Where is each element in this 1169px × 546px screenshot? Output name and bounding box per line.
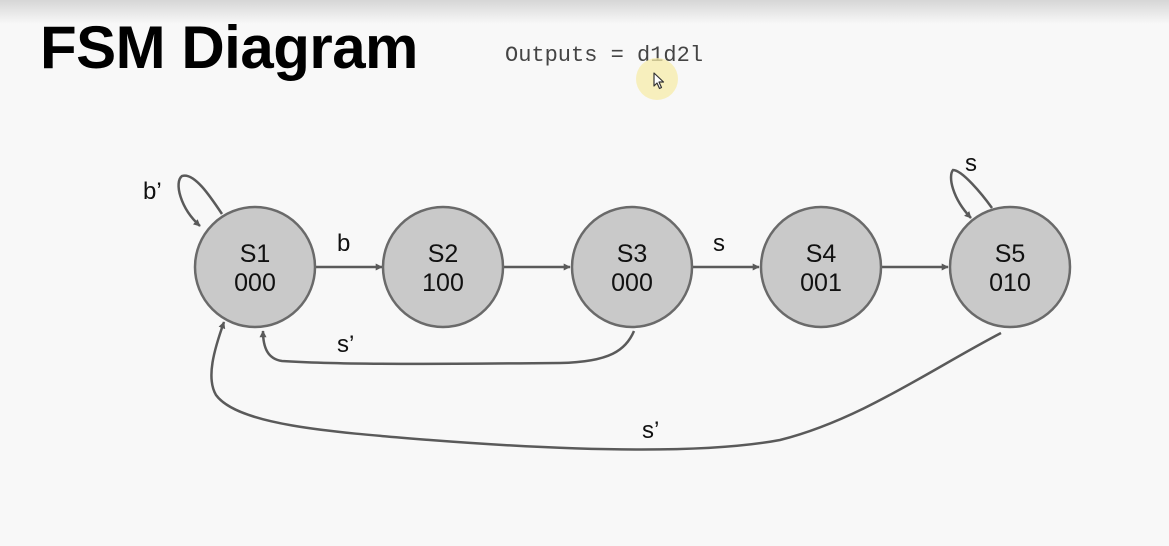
state-name: S5 [995,240,1026,268]
state-circle [759,205,883,329]
edge-s5-self [949,168,994,219]
state-output: 000 [234,269,276,297]
state-name: S3 [617,240,648,268]
state-s1: S1 000 [193,205,317,329]
state-name: S2 [428,240,459,268]
state-output: 000 [611,269,653,297]
state-s5: S5 010 [948,205,1072,329]
top-shade [0,0,1169,24]
page-title: FSM Diagram [40,14,418,81]
label-s1-s2: b [337,230,350,257]
label-s5-self: s [965,150,977,177]
transition-labels: b’ b s s s’ s’ [143,150,977,444]
state-name: S1 [240,240,271,268]
label-s5-s1: s’ [642,417,659,444]
state-output: 001 [800,269,842,297]
edge-s5-s1 [210,321,1002,451]
state-s4: S4 001 [759,205,883,329]
state-circle [193,205,317,329]
transition-edges [177,168,1002,451]
state-output: 100 [422,269,464,297]
state-name: S4 [806,240,837,268]
state-output: 010 [989,269,1031,297]
label-s3-s1: s’ [337,331,354,358]
label-s1-self: b’ [143,178,162,205]
mouse-pointer-icon [653,72,665,90]
state-s2: S2 100 [381,205,505,329]
edge-s1-self [177,174,224,227]
state-circle [570,205,694,329]
state-circle [948,205,1072,329]
state-s3: S3 000 [570,205,694,329]
edge-s3-s1 [259,330,636,366]
label-s3-s4: s [713,230,725,257]
state-circle [381,205,505,329]
